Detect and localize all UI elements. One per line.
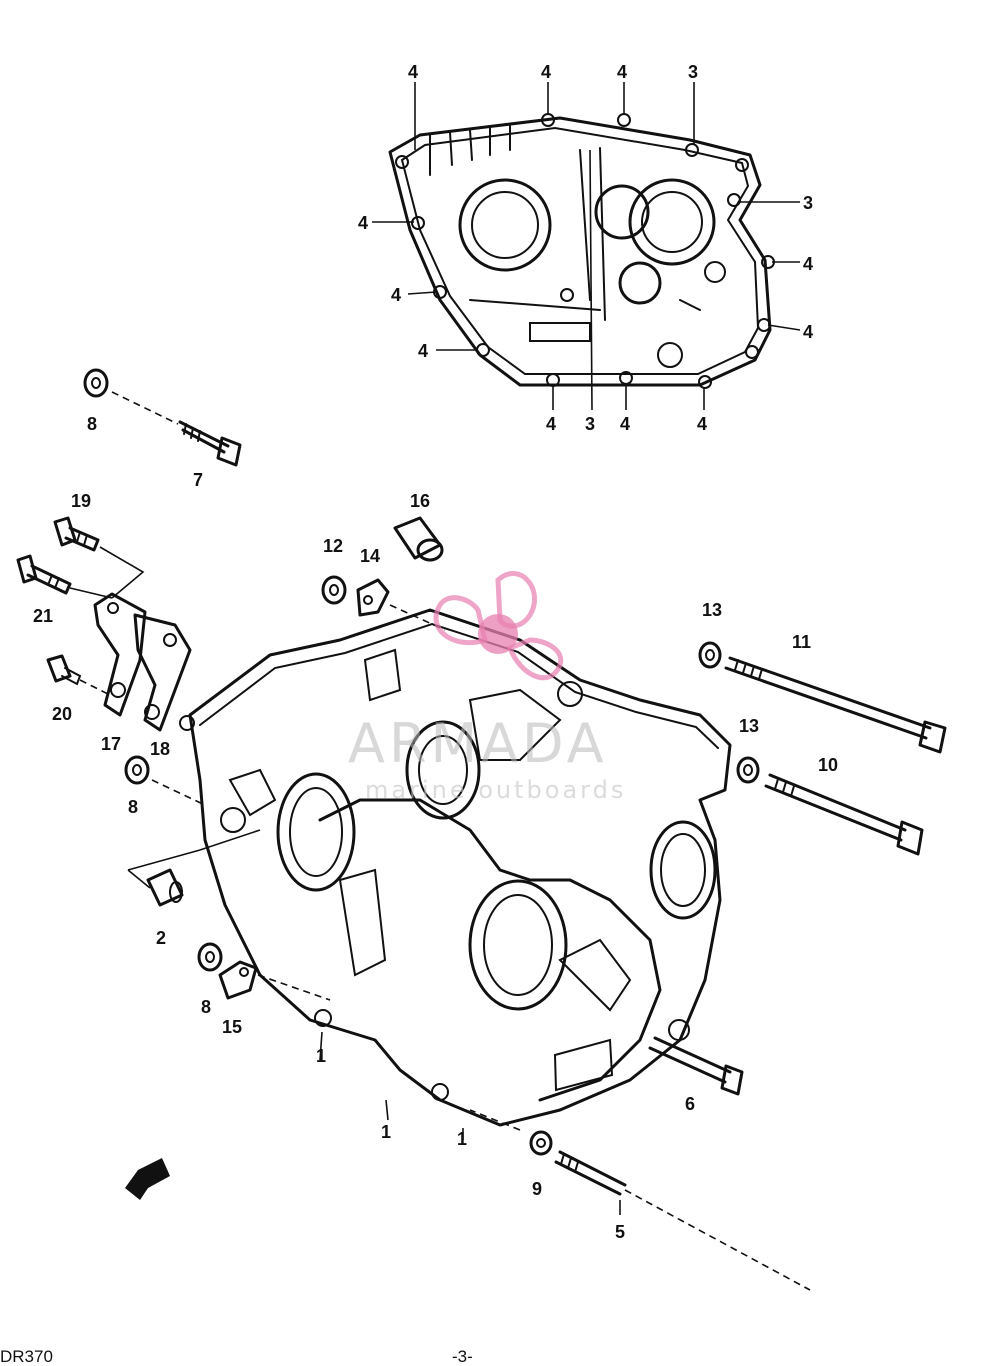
bolt-21 (16, 554, 72, 595)
leader-8-middle (151, 779, 206, 806)
callout-4: 4 (408, 62, 418, 82)
callout-17: 17 (101, 734, 121, 754)
callout-10: 10 (818, 755, 838, 775)
bracket-18 (133, 613, 192, 732)
callout-2: 2 (156, 928, 166, 948)
gasket-bolt-holes (395, 113, 775, 389)
front-arrow-icon (125, 1158, 170, 1200)
callout-4: 4 (697, 414, 707, 434)
callout-1: 1 (316, 1046, 326, 1066)
callout-3: 3 (585, 414, 595, 434)
bolt-7 (178, 420, 242, 467)
crankcase-gasket (388, 113, 775, 389)
callout-8: 8 (87, 414, 97, 434)
leader-21 (69, 587, 113, 599)
callout-4: 4 (541, 62, 551, 82)
leader-2 (127, 829, 261, 889)
watermark-logo (433, 571, 564, 681)
leader-5 (624, 1189, 811, 1291)
washer-13-upper (698, 641, 722, 669)
callout-6: 6 (685, 1094, 695, 1114)
crankcase-halves (179, 608, 732, 1127)
bracket-17 (93, 592, 147, 717)
callout-12: 12 (323, 536, 343, 556)
washer-13-lower (736, 756, 760, 784)
callout-11: 11 (792, 632, 811, 652)
callout-1: 1 (381, 1122, 391, 1142)
footer-page-number: -3- (452, 1347, 473, 1366)
callout-4: 4 (617, 62, 627, 82)
callout-labels: 4 4 4 3 3 4 4 4 4 4 4 3 4 4 8 7 19 16 12… (33, 62, 838, 1242)
dowel-2 (146, 868, 184, 907)
callout-4: 4 (358, 213, 368, 233)
callout-13: 13 (702, 600, 722, 620)
callout-3: 3 (688, 62, 698, 82)
leader-20 (79, 679, 111, 696)
callout-14: 14 (360, 546, 380, 566)
callout-8: 8 (128, 797, 138, 817)
bolt-20 (46, 654, 82, 686)
washer-9 (529, 1130, 553, 1156)
callout-4: 4 (546, 414, 556, 434)
callout-20: 20 (52, 704, 72, 724)
leader-19 (99, 546, 145, 599)
footer-model-code: DR370 (0, 1347, 53, 1366)
callout-21: 21 (33, 606, 53, 626)
callout-19: 19 (71, 491, 91, 511)
callout-4: 4 (391, 285, 401, 305)
washer-8-lower (197, 942, 223, 972)
callout-15: 15 (222, 1017, 242, 1037)
callout-13: 13 (739, 716, 759, 736)
plate-14 (356, 578, 390, 617)
callout-9: 9 (532, 1179, 542, 1199)
callout-5: 5 (615, 1222, 625, 1242)
watermark-brand: ARMADA (348, 712, 608, 775)
callout-1: 1 (457, 1129, 467, 1149)
bolt-11 (724, 656, 947, 754)
plate-15 (218, 960, 258, 1000)
callout-4: 4 (803, 322, 813, 342)
callout-4: 4 (620, 414, 630, 434)
gasket-leaders (372, 82, 801, 411)
leader-15 (257, 974, 331, 1001)
washer-12 (321, 575, 347, 605)
crankcase-leaders (319, 1031, 621, 1215)
dowel-16 (393, 516, 444, 562)
callout-18: 18 (150, 739, 170, 759)
bolt-19 (53, 516, 100, 552)
washer-8-top (83, 368, 109, 398)
callout-4: 4 (803, 254, 813, 274)
leader-9 (469, 1109, 521, 1131)
leader-8-7 (111, 391, 179, 425)
watermark-tagline: marine outboards (365, 776, 626, 804)
callout-4: 4 (418, 341, 428, 361)
washer-8-middle (124, 755, 150, 785)
bolt-6 (648, 1036, 744, 1096)
callout-7: 7 (193, 470, 203, 490)
callout-16: 16 (410, 491, 430, 511)
callout-3: 3 (803, 193, 813, 213)
stud-5 (554, 1150, 627, 1196)
bolt-10 (764, 773, 924, 856)
callout-8: 8 (201, 997, 211, 1017)
